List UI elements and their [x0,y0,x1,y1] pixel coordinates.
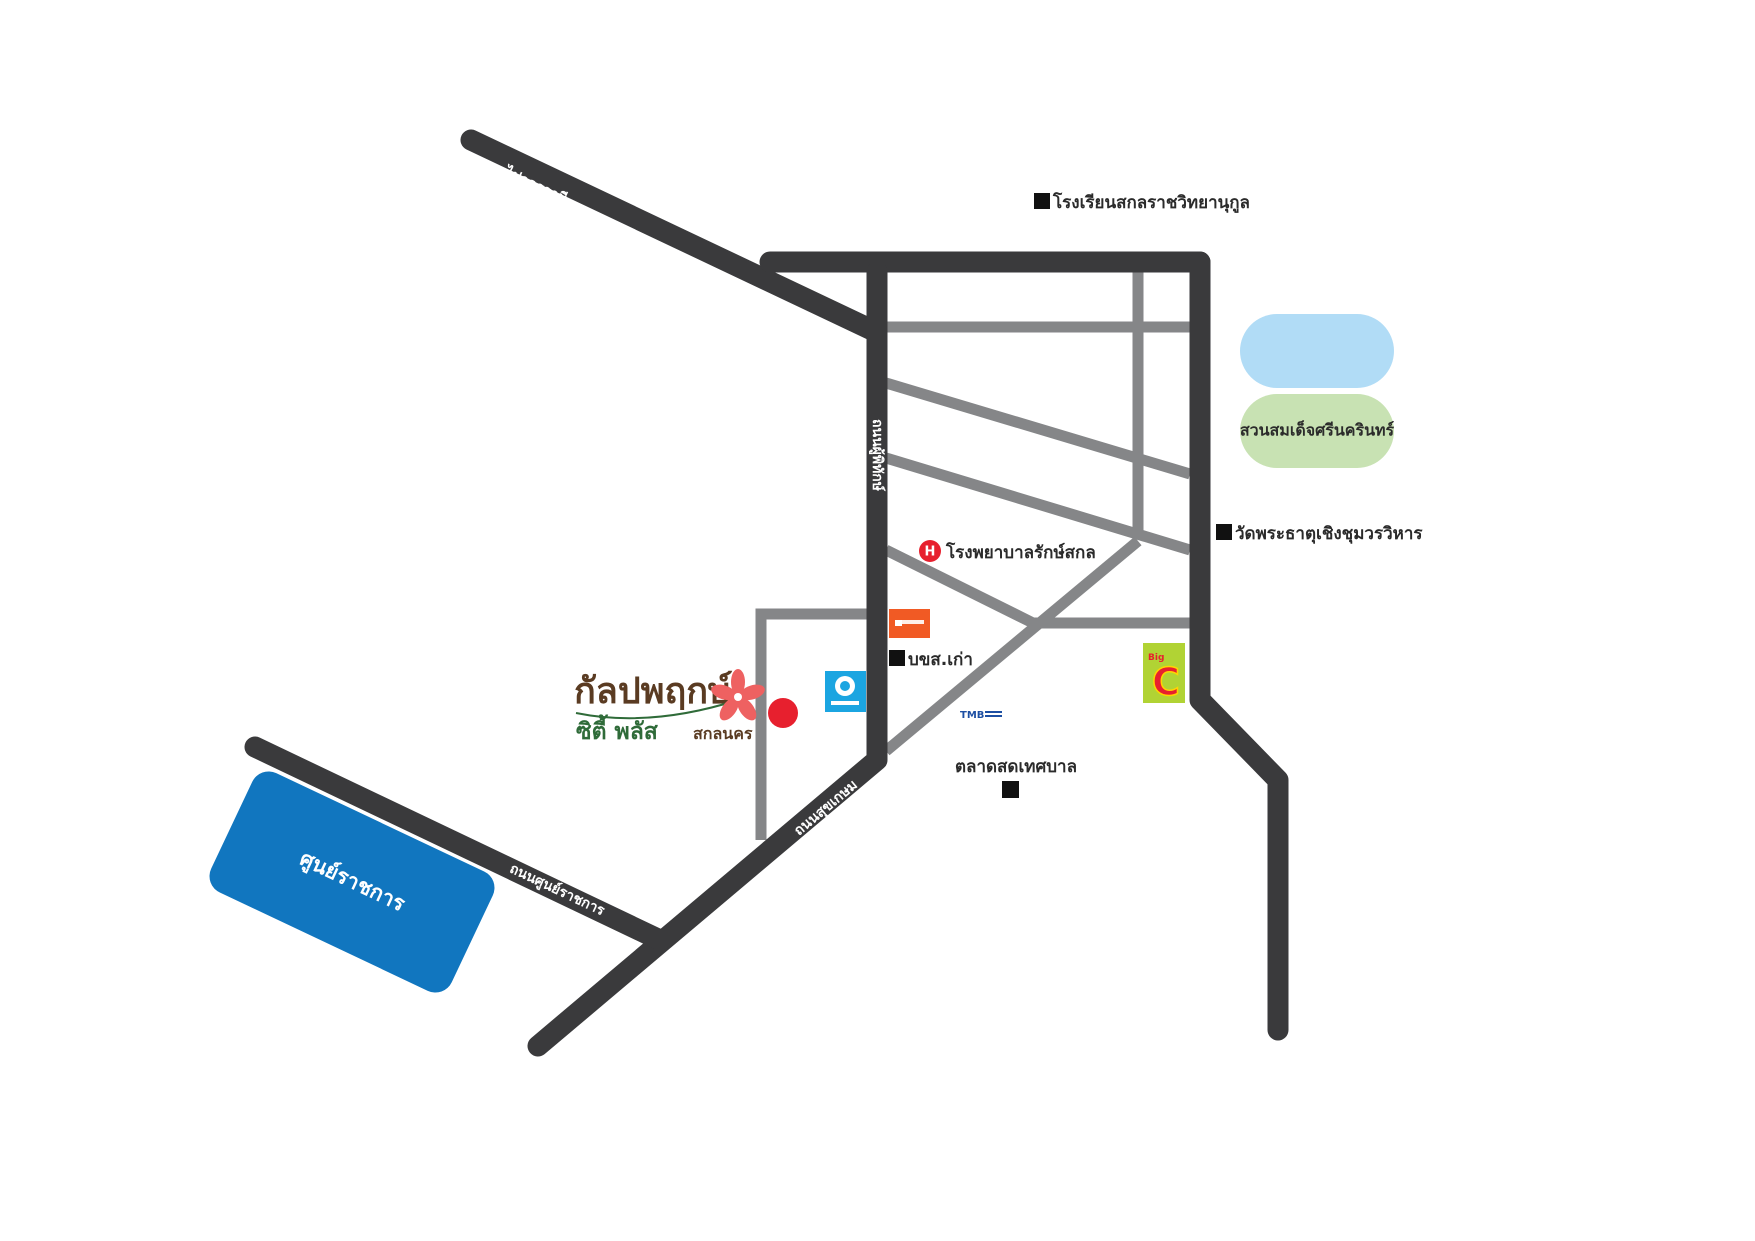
bus-station-label: บขส.เก่า [908,650,973,670]
road-sun-ratchakan [244,736,671,951]
big-c-letter: C [1152,660,1180,704]
project-name-line1: กัลปพฤกษ์ [574,670,733,712]
square-marker-icon [1216,524,1232,540]
square-marker-icon [1034,193,1050,209]
park-area [1240,394,1394,468]
flower-icon [711,669,765,721]
school-label: โรงเรียนสกลราชวิทยานุกูล [1052,192,1250,214]
hospital-icon-letter: H [925,545,936,560]
orange-store-logo-icon [889,609,930,638]
location-pin-icon [768,698,798,728]
road-to-udon [460,129,883,341]
minor-road [882,536,1142,756]
road-phu-phithak [527,261,888,1057]
square-marker-icon [889,650,905,666]
minor-roads [755,272,1192,840]
road-label-sukkasem: ถนนสุขเกษม [791,777,861,839]
road-label-phu-phithak: ถนนผู้พิทักษ์ [869,419,886,491]
square-marker-icon [1002,781,1019,798]
government-center-area [209,771,495,993]
logo-swoosh [575,699,739,720]
minor-road [884,452,1192,556]
minor-road [883,545,1036,628]
tmb-bank-logo-icon: TMB [960,710,1002,721]
road-label-sun-ratchakan: ถนนศูนย์ราชการ [507,860,608,920]
minor-road [884,377,1192,480]
minor-road [755,608,874,840]
temple-label: วัดพระธาตุเชิงชุมวรวิหาร [1235,524,1423,544]
park-label: สวนสมเด็จศรีนครินทร์ [1240,419,1395,440]
big-c-small-text: Big [1148,653,1164,663]
government-center: ศูนย์ราชการ [209,771,495,993]
road-right [1189,251,1289,1041]
tmb-logo-text: TMB [960,710,984,721]
major-roads [244,129,1289,1057]
project-city: สกลนคร [693,724,753,743]
hospital-icon [919,540,941,562]
market-label: ตลาดสดเทศบาล [955,757,1077,777]
hospital-label: โรงพยาบาลรักษ์สกล [945,542,1096,563]
big-c-logo-icon: Big C [1143,643,1185,705]
pond [1240,314,1394,388]
krungthai-bank-logo-icon [825,671,866,712]
project-name-line2: ซิตี้ พลัส [576,714,659,745]
project-logo: กัลปพฤกษ์ ซิตี้ พลัส สกลนคร [574,669,765,745]
